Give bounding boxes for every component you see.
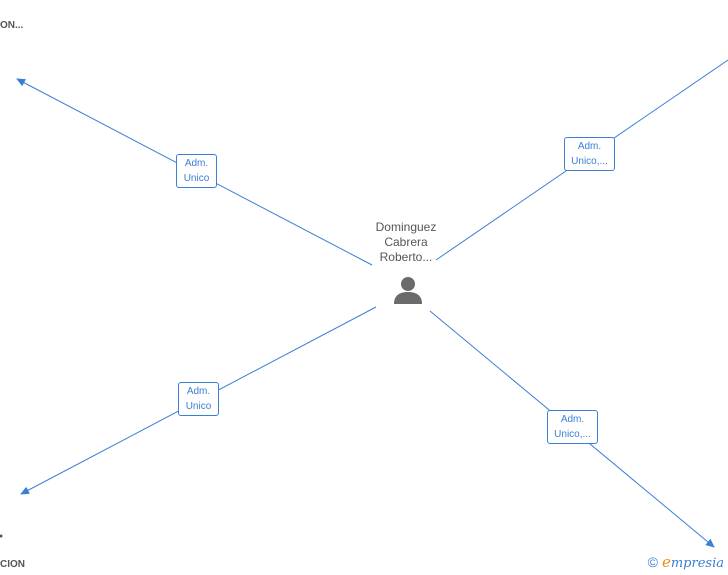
role-label-bottom-left[interactable]: Adm. Unico [178,382,219,416]
empresia-logo: ©empresia [648,553,724,571]
person-icon[interactable] [392,274,424,306]
name-line: Cabrera [384,235,428,249]
role-label-line2: Unico,... [571,156,608,167]
node-dot [0,534,3,538]
outer-node-label-top-left[interactable]: ON... [0,20,24,31]
role-label-line2: Unico,... [554,429,591,440]
name-line: Roberto... [379,250,433,264]
role-label-top-right[interactable]: Adm. Unico,... [564,137,615,171]
brand-e: e [661,553,671,571]
brand-name: mpresia [670,556,724,571]
center-person-name[interactable]: Dominguez Cabrera Roberto... [356,220,456,265]
role-label-line1: Adm. [186,386,211,397]
role-label-line2: Unico [185,401,212,412]
copyright-icon: © [647,554,658,570]
role-label-line1: Adm. [184,158,209,169]
role-label-line2: Unico [183,173,210,184]
role-label-line1: Adm. [560,414,585,425]
name-line: Dominguez [375,220,437,234]
role-label-line1: Adm. [577,141,602,152]
role-label-top-left[interactable]: Adm. Unico [176,154,217,188]
outer-node-label-bottom-left[interactable]: CION [0,559,25,570]
role-label-bottom-right[interactable]: Adm. Unico,... [547,410,598,444]
